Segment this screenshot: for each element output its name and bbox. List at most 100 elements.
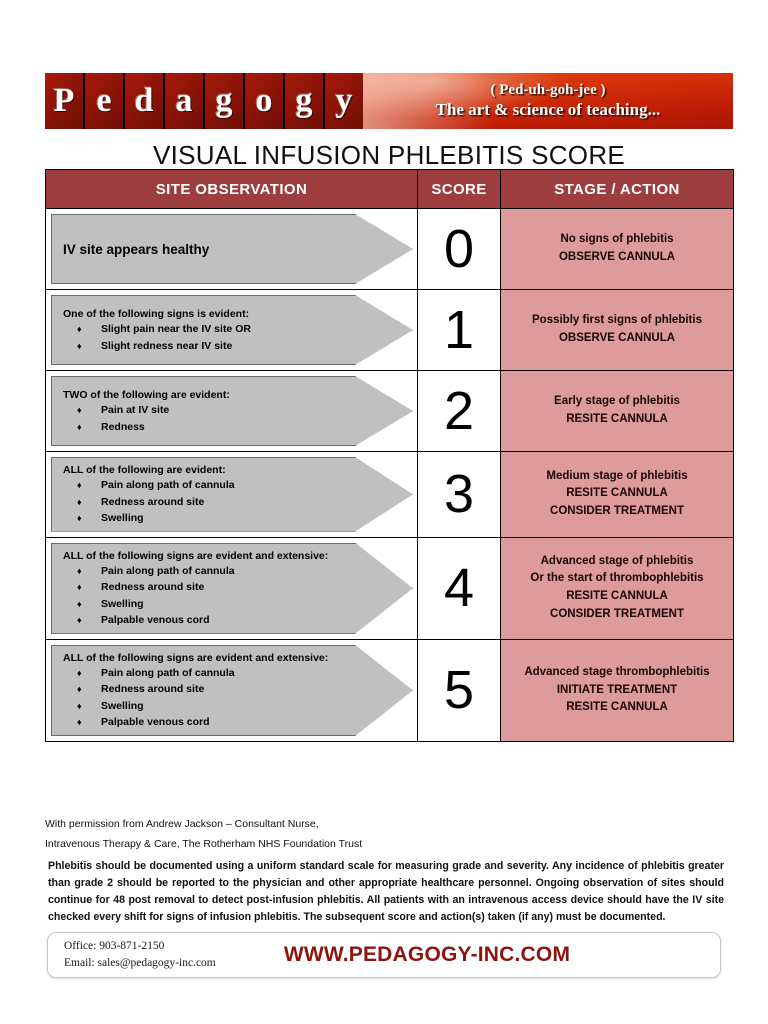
diamond-bullet-icon: ♦ bbox=[77, 323, 82, 334]
stage-action-line: RESITE CANNULA bbox=[566, 590, 668, 603]
observation-sign-item: ♦ Pain along path of cannula bbox=[63, 666, 402, 680]
stage-action-line: OBSERVE CANNULA bbox=[558, 251, 676, 263]
page-title: VISUAL INFUSION PHLEBITIS SCORE bbox=[152, 140, 626, 170]
observation-sign-label: Pain along path of cannula bbox=[101, 666, 235, 679]
observation-sign-item: ♦ Pain along path of cannula bbox=[63, 564, 402, 578]
diamond-bullet-icon: ♦ bbox=[77, 340, 82, 351]
site-observation-cell: IV site appears healthy bbox=[45, 208, 418, 290]
observation-sign-item: ♦ Pain along path of cannula bbox=[63, 479, 402, 492]
observation-sign-item: ♦Redness bbox=[63, 420, 402, 434]
stage-action-line: Advanced stage of phlebitis bbox=[540, 554, 694, 567]
observation-heading: ALL of the following signs are evident a… bbox=[63, 651, 329, 664]
observation-arrow-shape: ALL of the following signs are evident a… bbox=[51, 542, 413, 634]
diamond-bullet-icon: ♦ bbox=[77, 565, 82, 576]
stage-action-line: INITIATE TREATMENT bbox=[556, 683, 678, 696]
contact-office-phone: Office: 903-871-2150 bbox=[64, 940, 165, 953]
score-value-cell: 5 bbox=[417, 638, 501, 743]
observation-sign-item: ♦ Swelling bbox=[63, 597, 402, 611]
observation-heading: ALL of the following are evident: bbox=[63, 464, 226, 476]
table-row: ALL of the following are evident: ♦ Pain a… bbox=[45, 451, 734, 538]
site-observation-cell: ALL of the following signs are evident a… bbox=[45, 638, 418, 743]
observation-sign-label: Palpable venous cord bbox=[101, 614, 210, 627]
diamond-bullet-icon: ♦ bbox=[77, 684, 82, 695]
observation-sign-label: Pain along path of cannula bbox=[101, 564, 235, 577]
stage-action-line: OBSERVE CANNULA bbox=[558, 332, 676, 344]
contact-email: Email: sales@pedagogy-inc.com bbox=[64, 957, 216, 969]
stage-action-line: RESITE CANNULA bbox=[566, 701, 668, 714]
observation-sign-label: Slight redness near IV site bbox=[101, 339, 233, 352]
diamond-bullet-icon: ♦ bbox=[77, 496, 82, 507]
observation-sign-label: Redness around site bbox=[101, 495, 205, 508]
logo-letter-d-2: d bbox=[125, 73, 163, 129]
observation-heading: IV site appears healthy bbox=[63, 241, 210, 257]
observation-heading: ALL of the following signs are evident a… bbox=[63, 549, 329, 562]
website-url[interactable]: WWW.PEDAGOGY-INC.COM bbox=[283, 943, 571, 966]
logo-letter-g-6: g bbox=[285, 73, 323, 129]
observation-sign-item: ♦ Swelling bbox=[63, 512, 402, 525]
observation-sign-item: ♦ Redness around site bbox=[63, 581, 402, 594]
credit-line-2: Intravenous Therapy & Care, The Rotherha… bbox=[45, 838, 363, 850]
score-value-cell: 1 bbox=[417, 289, 501, 371]
observation-sign-label: Swelling bbox=[101, 597, 144, 610]
contact-details: Office: 903-871-2150 Email: sales@pedago… bbox=[64, 938, 216, 971]
observation-sign-list: ♦ Slight pain near the IV site OR ♦ Slight … bbox=[63, 322, 402, 352]
vip-score-table: SITE OBSERVATION SCORE STAGE / ACTION IV… bbox=[45, 169, 734, 743]
observation-sign-label: Redness around site bbox=[101, 581, 205, 594]
observation-sign-item: ♦Palpable venous cord bbox=[63, 615, 402, 627]
contact-bar: Office: 903-871-2150 Email: sales@pedago… bbox=[47, 932, 721, 978]
observation-sign-label: Pain at IV site bbox=[101, 403, 170, 416]
stage-action-line: Advanced stage thrombophlebitis bbox=[524, 665, 710, 678]
stage-action-line: Early stage of phlebitis bbox=[554, 395, 680, 408]
stage-action-line: Medium stage of phlebitis bbox=[546, 469, 688, 482]
column-header-score: SCORE bbox=[417, 169, 501, 209]
observation-sign-list: ♦Pain at IV site ♦Redness bbox=[63, 403, 402, 434]
site-observation-cell: ALL of the following are evident: ♦ Pain a… bbox=[45, 451, 418, 538]
credit-line-1: With permission from Andrew Jackson – Co… bbox=[45, 818, 319, 830]
observation-heading: TWO of the following are evident: bbox=[63, 388, 230, 401]
observation-sign-label: Palpable venous cord bbox=[101, 716, 210, 729]
diamond-bullet-icon: ♦ bbox=[77, 582, 82, 593]
stage-action-line: CONSIDER TREATMENT bbox=[550, 505, 684, 518]
diamond-bullet-icon: ♦ bbox=[77, 700, 82, 711]
score-value-cell: 4 bbox=[417, 536, 501, 640]
observation-arrow-shape: TWO of the following are evident: ♦Pain a… bbox=[51, 376, 413, 446]
logo-letter-e-1: e bbox=[85, 73, 123, 129]
stage-action-line: RESITE CANNULA bbox=[566, 413, 668, 425]
stage-action-line: No signs of phlebitis bbox=[560, 233, 674, 246]
diamond-bullet-icon: ♦ bbox=[77, 598, 82, 609]
observation-arrow-shape: One of the following signs is evident: ♦ S… bbox=[51, 295, 413, 365]
stage-action-line: Possibly first signs of phlebitis bbox=[532, 314, 702, 327]
observation-arrow-shape: IV site appears healthy bbox=[51, 214, 413, 284]
logo-pronunciation: ( Ped-uh-goh-jee ) bbox=[490, 82, 606, 98]
observation-heading: One of the following signs is evident: bbox=[63, 307, 250, 320]
diamond-bullet-icon: ♦ bbox=[77, 480, 82, 490]
stage-action-line: RESITE CANNULA bbox=[566, 487, 668, 500]
logo-letter-y-7: y bbox=[325, 73, 363, 129]
table-row: ALL of the following signs are evident a… bbox=[45, 536, 734, 640]
observation-sign-label: Pain along path of cannula bbox=[101, 479, 235, 491]
logo-letter-a-3: a bbox=[165, 73, 203, 129]
observation-arrow-shape: ALL of the following are evident: ♦ Pain a… bbox=[51, 457, 413, 532]
observation-sign-label: Slight pain near the IV site OR bbox=[101, 322, 251, 335]
diamond-bullet-icon: ♦ bbox=[77, 513, 82, 524]
diamond-bullet-icon: ♦ bbox=[77, 717, 82, 728]
observation-sign-item: ♦Pain at IV site bbox=[63, 403, 402, 417]
diamond-bullet-icon: ♦ bbox=[77, 667, 82, 678]
site-observation-cell: ALL of the following signs are evident a… bbox=[45, 536, 418, 640]
logo-letter-o-5: o bbox=[245, 73, 283, 129]
table-row: One of the following signs is evident: ♦ S… bbox=[45, 289, 734, 371]
observation-sign-label: Swelling bbox=[101, 512, 144, 525]
observation-sign-label: Redness bbox=[101, 420, 145, 433]
column-header-stage-action: STAGE / ACTION bbox=[500, 169, 734, 209]
logo-tagline: The art & science of teaching... bbox=[435, 100, 661, 119]
observation-sign-label: Swelling bbox=[101, 699, 144, 712]
